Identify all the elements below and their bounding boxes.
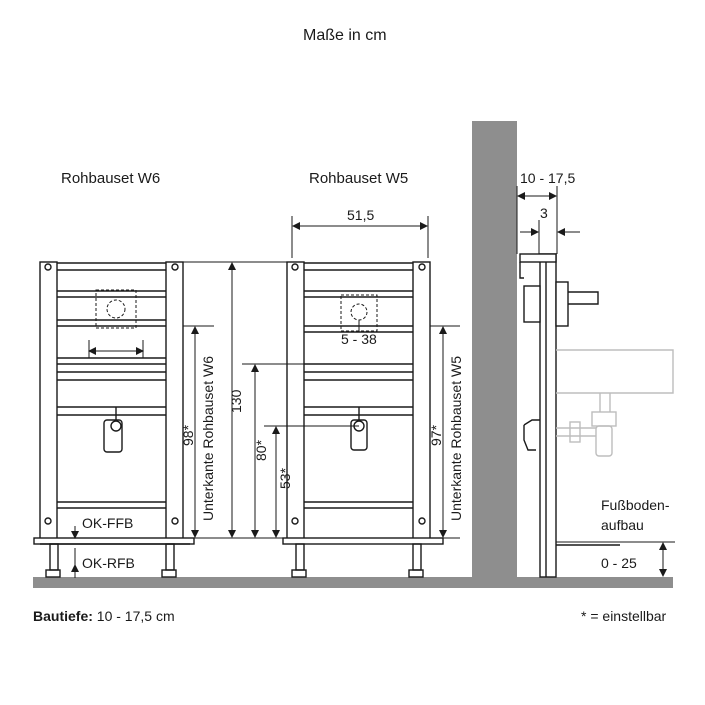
set-w6-title: Rohbauset W6 (61, 170, 161, 187)
depth-3-label: 3 (540, 205, 548, 221)
ok-rfb-label: OK-RFB (82, 555, 135, 571)
bautiefe-label: Bautiefe: (33, 608, 93, 624)
depth-range-label: 10 - 17,5 (520, 170, 576, 186)
height-130-label: 130 (228, 389, 244, 413)
height-80-label: 80* (253, 439, 269, 461)
width-dimension-label: 51,5 (347, 207, 375, 223)
set-w5-title: Rohbauset W5 (309, 170, 409, 187)
bautiefe-footer: Bautiefe: 10 - 17,5 cm (33, 608, 175, 624)
w6-vertical-label: Unterkante Rohbauset W6 (200, 356, 216, 521)
frame-w5 (282, 261, 444, 578)
bautiefe-value: 10 - 17,5 cm (92, 608, 175, 624)
floor-range-label: 0 - 25 (601, 555, 637, 571)
w6-98-label: 98* (180, 424, 196, 446)
floor-build-line1: Fußboden- (601, 497, 670, 513)
w5-vertical-label: Unterkante Rohbauset W5 (448, 356, 464, 521)
page-title: Maße in cm (303, 27, 387, 44)
floor-slab (33, 577, 673, 588)
wall (472, 121, 517, 577)
side-view (519, 253, 620, 578)
valve-range-label: 5 - 38 (341, 331, 377, 347)
adjustable-legend: * = einstellbar (581, 608, 667, 624)
dimension-lines (71, 186, 675, 578)
w5-97-label: 97* (428, 424, 444, 446)
floor-build-line2: aufbau (601, 517, 644, 533)
ok-ffb-label: OK-FFB (82, 515, 134, 531)
frame-w6 (33, 261, 195, 578)
sink (556, 349, 674, 457)
height-53-label: 53* (277, 467, 293, 489)
